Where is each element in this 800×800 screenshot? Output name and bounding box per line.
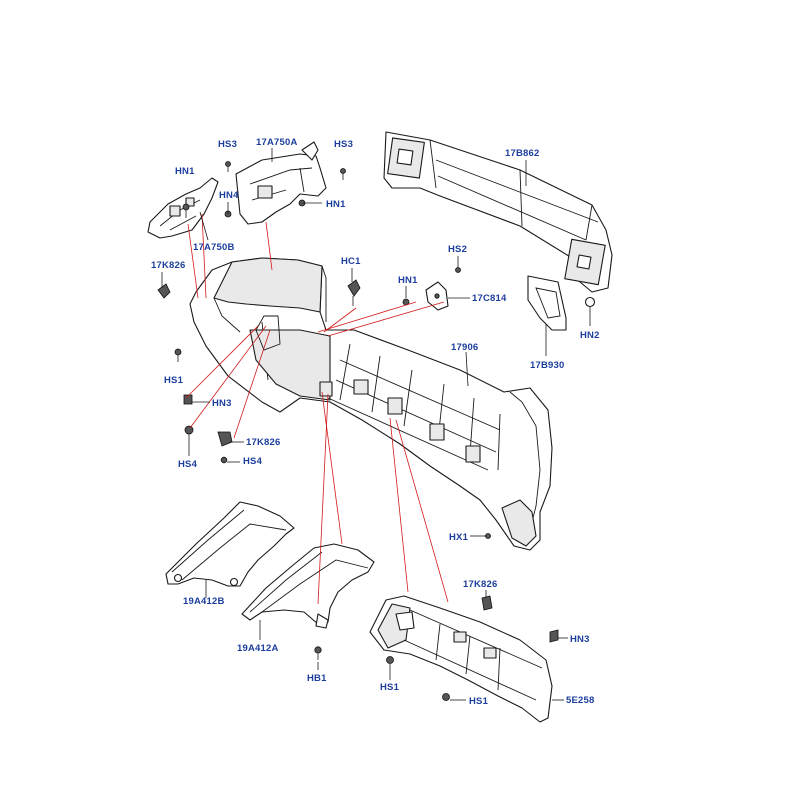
callout-labels: 17B862 17A750A HS3 HS3 HN1 HN4 HN1 17A75…	[151, 137, 600, 707]
bracket-17B930	[527, 275, 567, 331]
label-HS4-left: HS4	[178, 459, 198, 470]
label-HN2: HN2	[580, 330, 600, 341]
panel-19A412A	[241, 543, 375, 629]
label-HB1: HB1	[307, 673, 327, 684]
label-HS3-right: HS3	[334, 139, 353, 150]
label-HN1-middle: HN1	[398, 275, 418, 286]
label-17K826-lower: 17K826	[463, 579, 497, 590]
fasteners	[157, 161, 596, 701]
impact-bar-17B862	[383, 131, 613, 293]
valance-5E258	[369, 595, 553, 723]
label-17K826-left: 17K826	[151, 260, 185, 271]
panel-19A412B	[165, 501, 295, 587]
label-17K826-middle: 17K826	[246, 437, 280, 448]
label-HN3-right: HN3	[570, 634, 590, 645]
bumper-cover-17906	[189, 257, 553, 551]
label-17906: 17906	[451, 342, 478, 353]
leader-lines	[161, 148, 591, 701]
label-5E258: 5E258	[566, 695, 594, 706]
label-HS1-lower-right: HS1	[469, 696, 489, 707]
bracket-17C814	[425, 281, 449, 311]
label-17A750B: 17A750B	[193, 242, 235, 253]
label-17C814: 17C814	[472, 293, 507, 304]
label-HC1: HC1	[341, 256, 361, 267]
label-17A750A: 17A750A	[256, 137, 298, 148]
label-HS1-left: HS1	[164, 375, 184, 386]
label-HS3-left: HS3	[218, 139, 237, 150]
label-HN1-upper-left: HN1	[175, 166, 195, 177]
label-17B930: 17B930	[530, 360, 564, 371]
assembly-lines	[185, 213, 449, 605]
label-19A412B: 19A412B	[183, 596, 225, 607]
label-HN1-upper-right: HN1	[326, 199, 346, 210]
label-HX1: HX1	[449, 532, 469, 543]
bracket-17A750A	[235, 141, 327, 225]
label-HS1-lower-left: HS1	[380, 682, 400, 693]
label-17B862: 17B862	[505, 148, 539, 159]
label-HN4: HN4	[219, 190, 239, 201]
label-HS2: HS2	[448, 244, 467, 255]
label-19A412A: 19A412A	[237, 643, 279, 654]
label-HN3-left: HN3	[212, 398, 232, 409]
label-HS4-right: HS4	[243, 456, 263, 467]
